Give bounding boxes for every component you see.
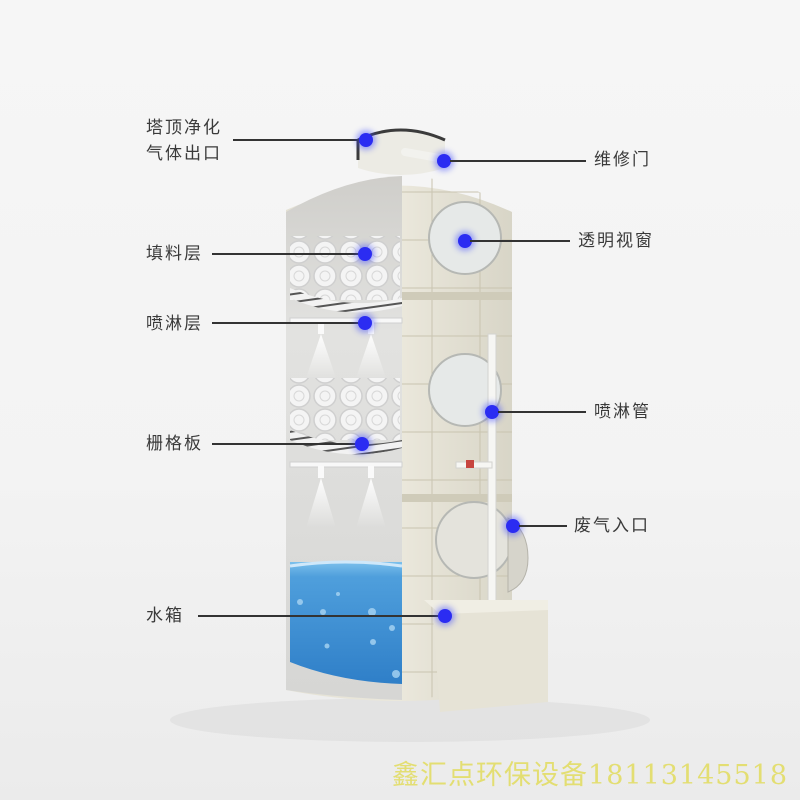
label-grid-plate: 栅格板	[146, 434, 203, 454]
leader-line-outlet	[233, 139, 365, 141]
leader-line-spray-layer	[212, 322, 364, 324]
callout-dot-spray-layer	[358, 316, 372, 330]
label-water-tank: 水箱	[146, 606, 184, 626]
leader-line-grid-plate	[212, 443, 362, 445]
leader-line-packing	[212, 253, 364, 255]
leader-line-exhaust-inlet	[519, 525, 567, 527]
callout-dot-grid-plate	[355, 437, 369, 451]
watermark-phone: 18113145518	[588, 760, 788, 791]
leader-line-water-tank	[198, 615, 444, 617]
label-outlet-line1: 塔顶净化	[146, 118, 222, 138]
label-viewing-window: 透明视窗	[578, 231, 654, 251]
label-maintenance-door: 维修门	[594, 150, 651, 170]
watermark: 鑫汇点环保设备18113145518	[392, 753, 788, 792]
leader-line-viewing-window	[470, 240, 570, 242]
label-outlet-line2: 气体出口	[146, 144, 222, 164]
callout-dot-water-tank	[438, 609, 452, 623]
callout-dot-viewing-window	[458, 234, 472, 248]
callout-dot-exhaust-inlet	[506, 519, 520, 533]
callout-dot-packing	[358, 247, 372, 261]
callout-dot-spray-pipe	[485, 405, 499, 419]
label-exhaust-inlet: 废气入口	[574, 516, 650, 536]
leader-line-maintenance-door	[450, 160, 586, 162]
label-spray-pipe: 喷淋管	[594, 402, 651, 422]
watermark-company: 鑫汇点环保设备	[392, 760, 589, 791]
callout-dot-outlet	[359, 133, 373, 147]
callout-dot-maintenance-door	[437, 154, 451, 168]
leader-line-spray-pipe	[498, 411, 586, 413]
label-packing: 填料层	[146, 244, 203, 264]
label-spray-layer: 喷淋层	[146, 314, 203, 334]
